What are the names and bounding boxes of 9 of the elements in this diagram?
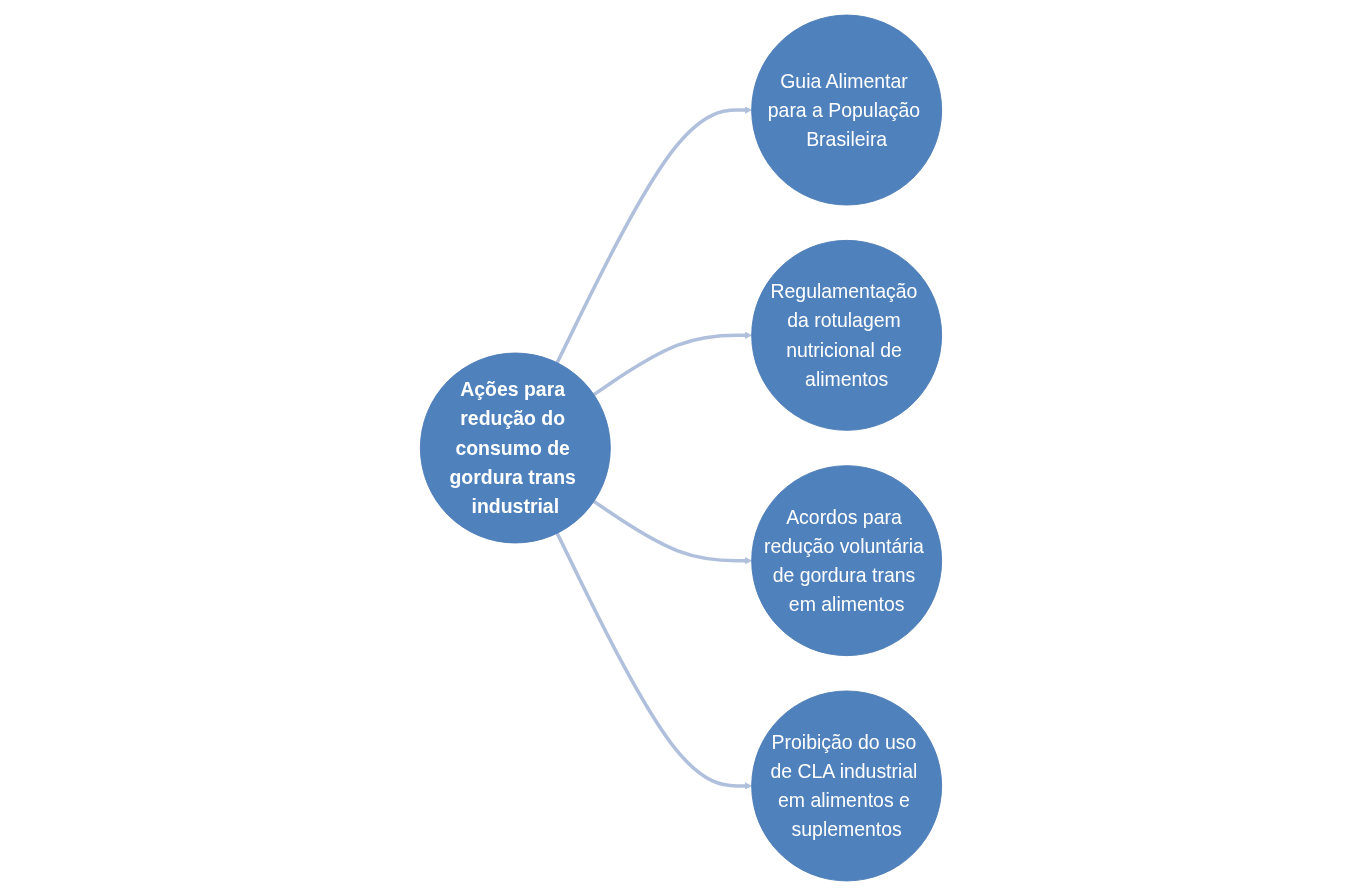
- node-circle: Ações para redução do consumo de gordura trans industrial: [419, 352, 611, 543]
- arrow: [555, 105, 753, 363]
- arrow: [555, 532, 753, 790]
- arrow: [592, 499, 753, 565]
- node-circle: Regulamentação da rotulagem nutricional de alimentos: [751, 239, 943, 431]
- node-circle: Acordos para redução voluntária de gordura trans em alimentos: [751, 464, 943, 656]
- arrow: [592, 330, 753, 396]
- node-circle: Guia Alimentar para a População Brasileira: [751, 14, 943, 205]
- node-circle: Proibição do uso de CLA industrial em alimentos e suplementos: [751, 690, 943, 881]
